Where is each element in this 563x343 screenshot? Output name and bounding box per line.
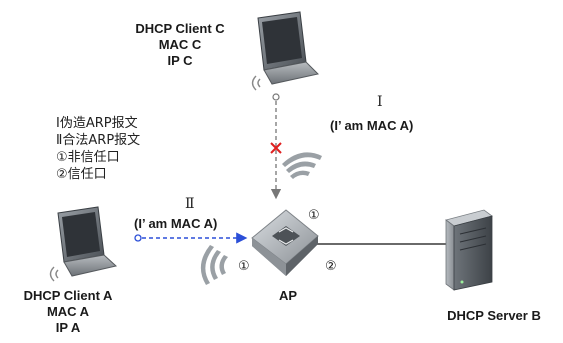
legend: Ⅰ伪造ARP报文 Ⅱ合法ARP报文 ①非信任口 ②信任口 xyxy=(56,115,140,183)
wifi-waves-left-icon xyxy=(200,245,228,285)
server-label: DHCP Server B xyxy=(447,308,541,323)
server-icon xyxy=(445,209,493,291)
client-c-label: DHCP Client C MAC C IP C xyxy=(118,21,242,69)
legend-untrusted: ①非信任口 xyxy=(56,150,120,165)
client-c-name: DHCP Client C xyxy=(135,21,225,36)
port-top-untrusted: ① xyxy=(308,208,320,223)
forged-roman: Ⅰ xyxy=(377,95,383,110)
client-c-mac: MAC C xyxy=(158,37,202,52)
legit-arp-path xyxy=(134,232,248,244)
laptop-a-icon xyxy=(49,206,118,282)
client-a-name: DHCP Client A xyxy=(23,288,113,303)
client-a-label: DHCP Client A MAC A IP A xyxy=(6,288,130,336)
port-left-untrusted: ① xyxy=(238,259,250,274)
legit-roman: Ⅱ xyxy=(185,197,195,212)
port-right-trusted: ② xyxy=(325,259,337,274)
forged-arp-path xyxy=(270,93,282,200)
client-a-ip: IP A xyxy=(55,320,81,335)
wifi-waves-top-icon xyxy=(282,152,322,179)
client-a-mac: MAC A xyxy=(46,304,90,319)
client-c-ip: IP C xyxy=(167,53,193,68)
ap-label: AP xyxy=(278,288,298,303)
blocked-x-mark xyxy=(270,142,282,154)
legend-legit: Ⅱ合法ARP报文 xyxy=(56,133,141,148)
legend-forged: Ⅰ伪造ARP报文 xyxy=(56,116,138,131)
laptop-c-icon xyxy=(251,11,320,91)
forged-message: (I’ am MAC A) xyxy=(330,118,414,133)
access-point-icon xyxy=(251,209,319,276)
legend-trusted: ②信任口 xyxy=(56,167,107,182)
legit-message: (I’ am MAC A) xyxy=(134,216,218,231)
